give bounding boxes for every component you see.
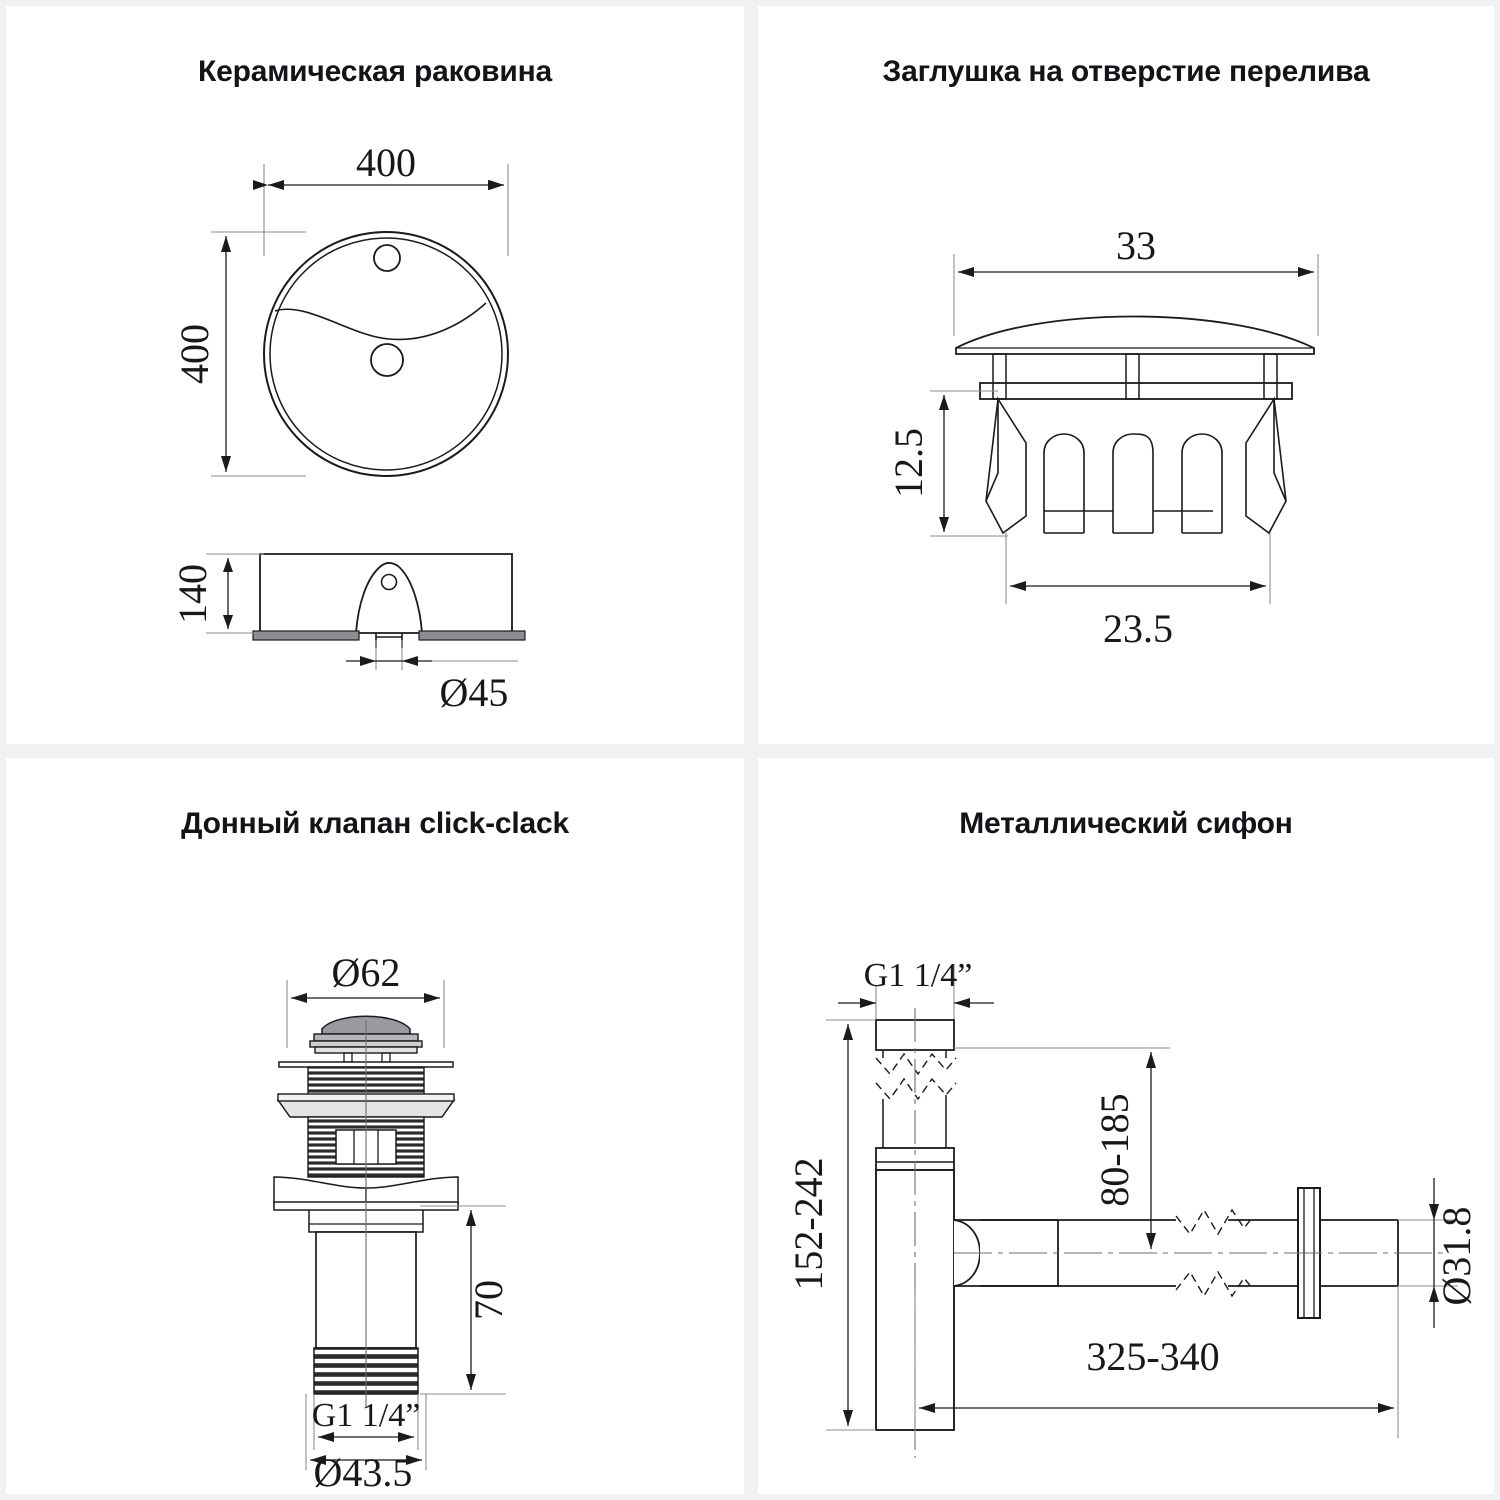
dim-siphon-total-height: 152-242 xyxy=(786,1157,831,1290)
dim-siphon-inlet-thread: G1 1/4” xyxy=(864,957,973,994)
panel-title-overflow-cap: Заглушка на отверстие перелива xyxy=(882,55,1370,88)
dim-siphon-pipe-diameter: Ø31.8 xyxy=(1434,1207,1479,1306)
drawing-ceramic-sink: 400 400 140 Ø45 xyxy=(170,140,526,715)
panel-ceramic-sink: Керамическая раковина xyxy=(6,6,744,744)
panel-overflow-cap: Заглушка на отверстие перелива xyxy=(758,6,1494,744)
dim-sink-drain-diameter: Ø45 xyxy=(440,670,509,715)
drawing-overflow-cap: 33 12.5 23.5 xyxy=(886,223,1319,651)
drawing-metal-siphon: G1 1/4” 152-242 80-185 325-340 Ø31.8 xyxy=(786,957,1479,1458)
dim-cap-width: 33 xyxy=(1116,223,1156,268)
dim-valve-thread-diameter: Ø43.5 xyxy=(314,1450,413,1494)
panel-metal-siphon: Металлический сифон xyxy=(758,758,1494,1494)
panel-title-metal-siphon: Металлический сифон xyxy=(959,807,1293,840)
dim-sink-depth: 400 xyxy=(172,324,217,384)
panel-title-click-clack-valve: Донный клапан click-clack xyxy=(181,807,569,840)
dim-valve-body-length: 70 xyxy=(466,1280,511,1320)
dim-cap-height: 12.5 xyxy=(886,428,931,498)
dim-siphon-outlet-length: 325-340 xyxy=(1086,1334,1219,1379)
dim-valve-cap-diameter: Ø62 xyxy=(332,950,401,995)
dim-sink-width: 400 xyxy=(356,140,416,185)
dim-valve-thread-spec: G1 1/4” xyxy=(312,1397,421,1434)
dim-cap-body-width: 23.5 xyxy=(1103,606,1173,651)
panel-click-clack-valve: Донный клапан click-clack xyxy=(6,758,744,1494)
dim-siphon-outlet-height: 80-185 xyxy=(1092,1093,1137,1206)
panel-title-ceramic-sink: Керамическая раковина xyxy=(197,55,552,88)
dim-sink-height: 140 xyxy=(170,564,215,624)
drawing-click-clack-valve: Ø62 70 G1 1/4” Ø43.5 xyxy=(273,950,511,1494)
